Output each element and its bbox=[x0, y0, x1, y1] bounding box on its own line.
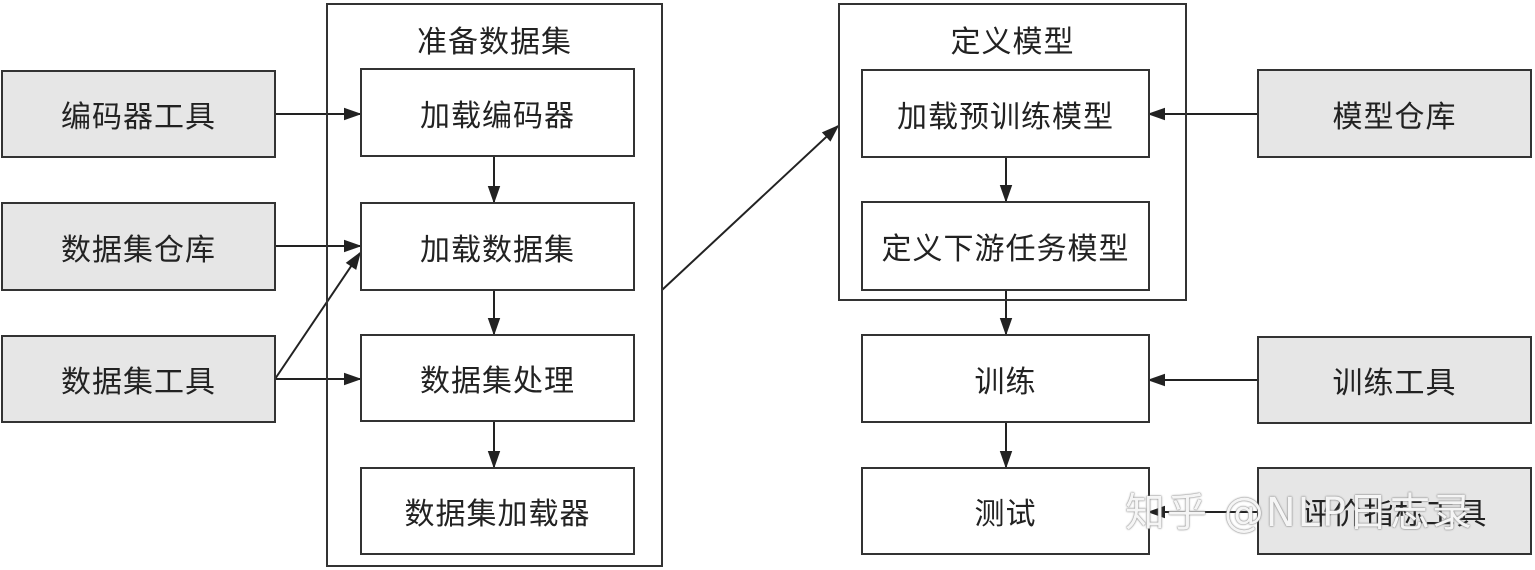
define-downstream-box: 定义下游任务模型 bbox=[861, 201, 1150, 291]
train-box: 训练 bbox=[861, 334, 1150, 423]
group-title-define-model: 定义模型 bbox=[950, 25, 1075, 60]
encoder-tool-box: 编码器工具 bbox=[1, 70, 276, 158]
test-box: 测试 bbox=[861, 467, 1150, 555]
dataset-loader-box: 数据集加载器 bbox=[360, 467, 635, 555]
load-pretrained-box: 加载预训练模型 bbox=[861, 69, 1150, 158]
process-dataset-box: 数据集处理 bbox=[360, 334, 635, 422]
arrow-prepare-to-model bbox=[661, 124, 840, 291]
load-encoder-box: 加载编码器 bbox=[360, 68, 635, 157]
arrow-dataset-tool-to-load-dataset bbox=[274, 251, 362, 380]
watermark-text: 知乎 @NLP日志录 bbox=[1125, 490, 1475, 536]
dataset-tool-box: 数据集工具 bbox=[1, 335, 276, 423]
model-repo-box: 模型仓库 bbox=[1257, 69, 1532, 158]
group-title-prepare-dataset: 准备数据集 bbox=[417, 25, 572, 60]
dataset-repo-box: 数据集仓库 bbox=[1, 202, 276, 291]
eval-tool-box: 评价指标工具 bbox=[1257, 467, 1532, 555]
group-prepare-dataset: 准备数据集 bbox=[326, 3, 663, 567]
train-tool-box: 训练工具 bbox=[1257, 336, 1532, 424]
group-define-model: 定义模型 bbox=[838, 3, 1187, 301]
load-dataset-box: 加载数据集 bbox=[360, 202, 635, 291]
